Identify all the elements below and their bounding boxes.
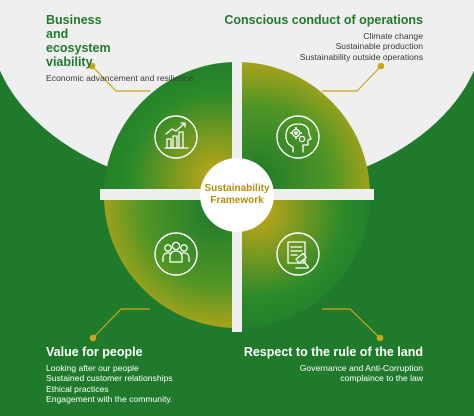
icon-ring-people — [154, 232, 198, 276]
document-gavel-icon — [287, 241, 310, 269]
center-circle — [200, 158, 274, 232]
operations-title: Conscious conduct of operations — [224, 13, 423, 27]
business-viability-block: Business and ecosystem viability Economi… — [46, 13, 226, 83]
rule-of-land-block: Respect to the rule of the land Governan… — [203, 345, 423, 384]
leader-line-law — [322, 308, 381, 339]
leader-line-people — [92, 308, 150, 339]
rule-of-land-title: Respect to the rule of the land — [243, 345, 423, 359]
quadrant-operations — [237, 62, 370, 195]
leader-line-operations — [322, 65, 382, 92]
leader-line-business — [91, 65, 150, 92]
center-label-line-1: Sustainability — [204, 183, 270, 194]
people-group-icon — [162, 241, 190, 263]
leader-dot-people — [89, 334, 97, 342]
people-title: Value for people — [46, 345, 143, 359]
people-item-4: Engagement with the community. — [46, 394, 173, 405]
business-title-line-1: Business and — [46, 13, 102, 41]
center-label: Sustainability Framework — [200, 159, 274, 231]
quadrant-business — [104, 62, 237, 195]
center-label-line-2: Framework — [210, 195, 264, 206]
leader-dot-operations — [377, 62, 385, 70]
icon-ring-law — [276, 232, 320, 276]
operations-item-3: Sustainability outside operations — [299, 51, 423, 62]
icon-ring-operations — [276, 115, 320, 159]
growth-chart-icon — [164, 122, 189, 149]
people-item-3: Ethical practices — [46, 383, 109, 394]
business-description: Economic advancement and resilience. — [46, 73, 196, 83]
operations-block: Conscious conduct of operations Climate … — [213, 13, 423, 62]
head-gears-icon — [285, 123, 312, 153]
icon-ring-business — [154, 115, 198, 159]
people-block: Value for people Looking after our peopl… — [46, 345, 236, 405]
business-title-line-2: ecosystem viability — [46, 41, 111, 69]
operations-item-1: Climate change — [363, 31, 423, 41]
people-item-1: Looking after our people — [46, 363, 139, 373]
leader-dot-law — [376, 334, 384, 342]
rule-of-land-item-1: Governance and Anti-Corruption — [299, 363, 423, 373]
rule-of-land-item-2: complaince to the law — [340, 373, 423, 384]
operations-item-2: Sustainable production — [335, 41, 423, 52]
business-viability-title: Business and ecosystem viability — [46, 13, 126, 69]
people-item-2: Sustained customer relationships — [46, 373, 173, 384]
leader-dot-business — [88, 62, 96, 70]
